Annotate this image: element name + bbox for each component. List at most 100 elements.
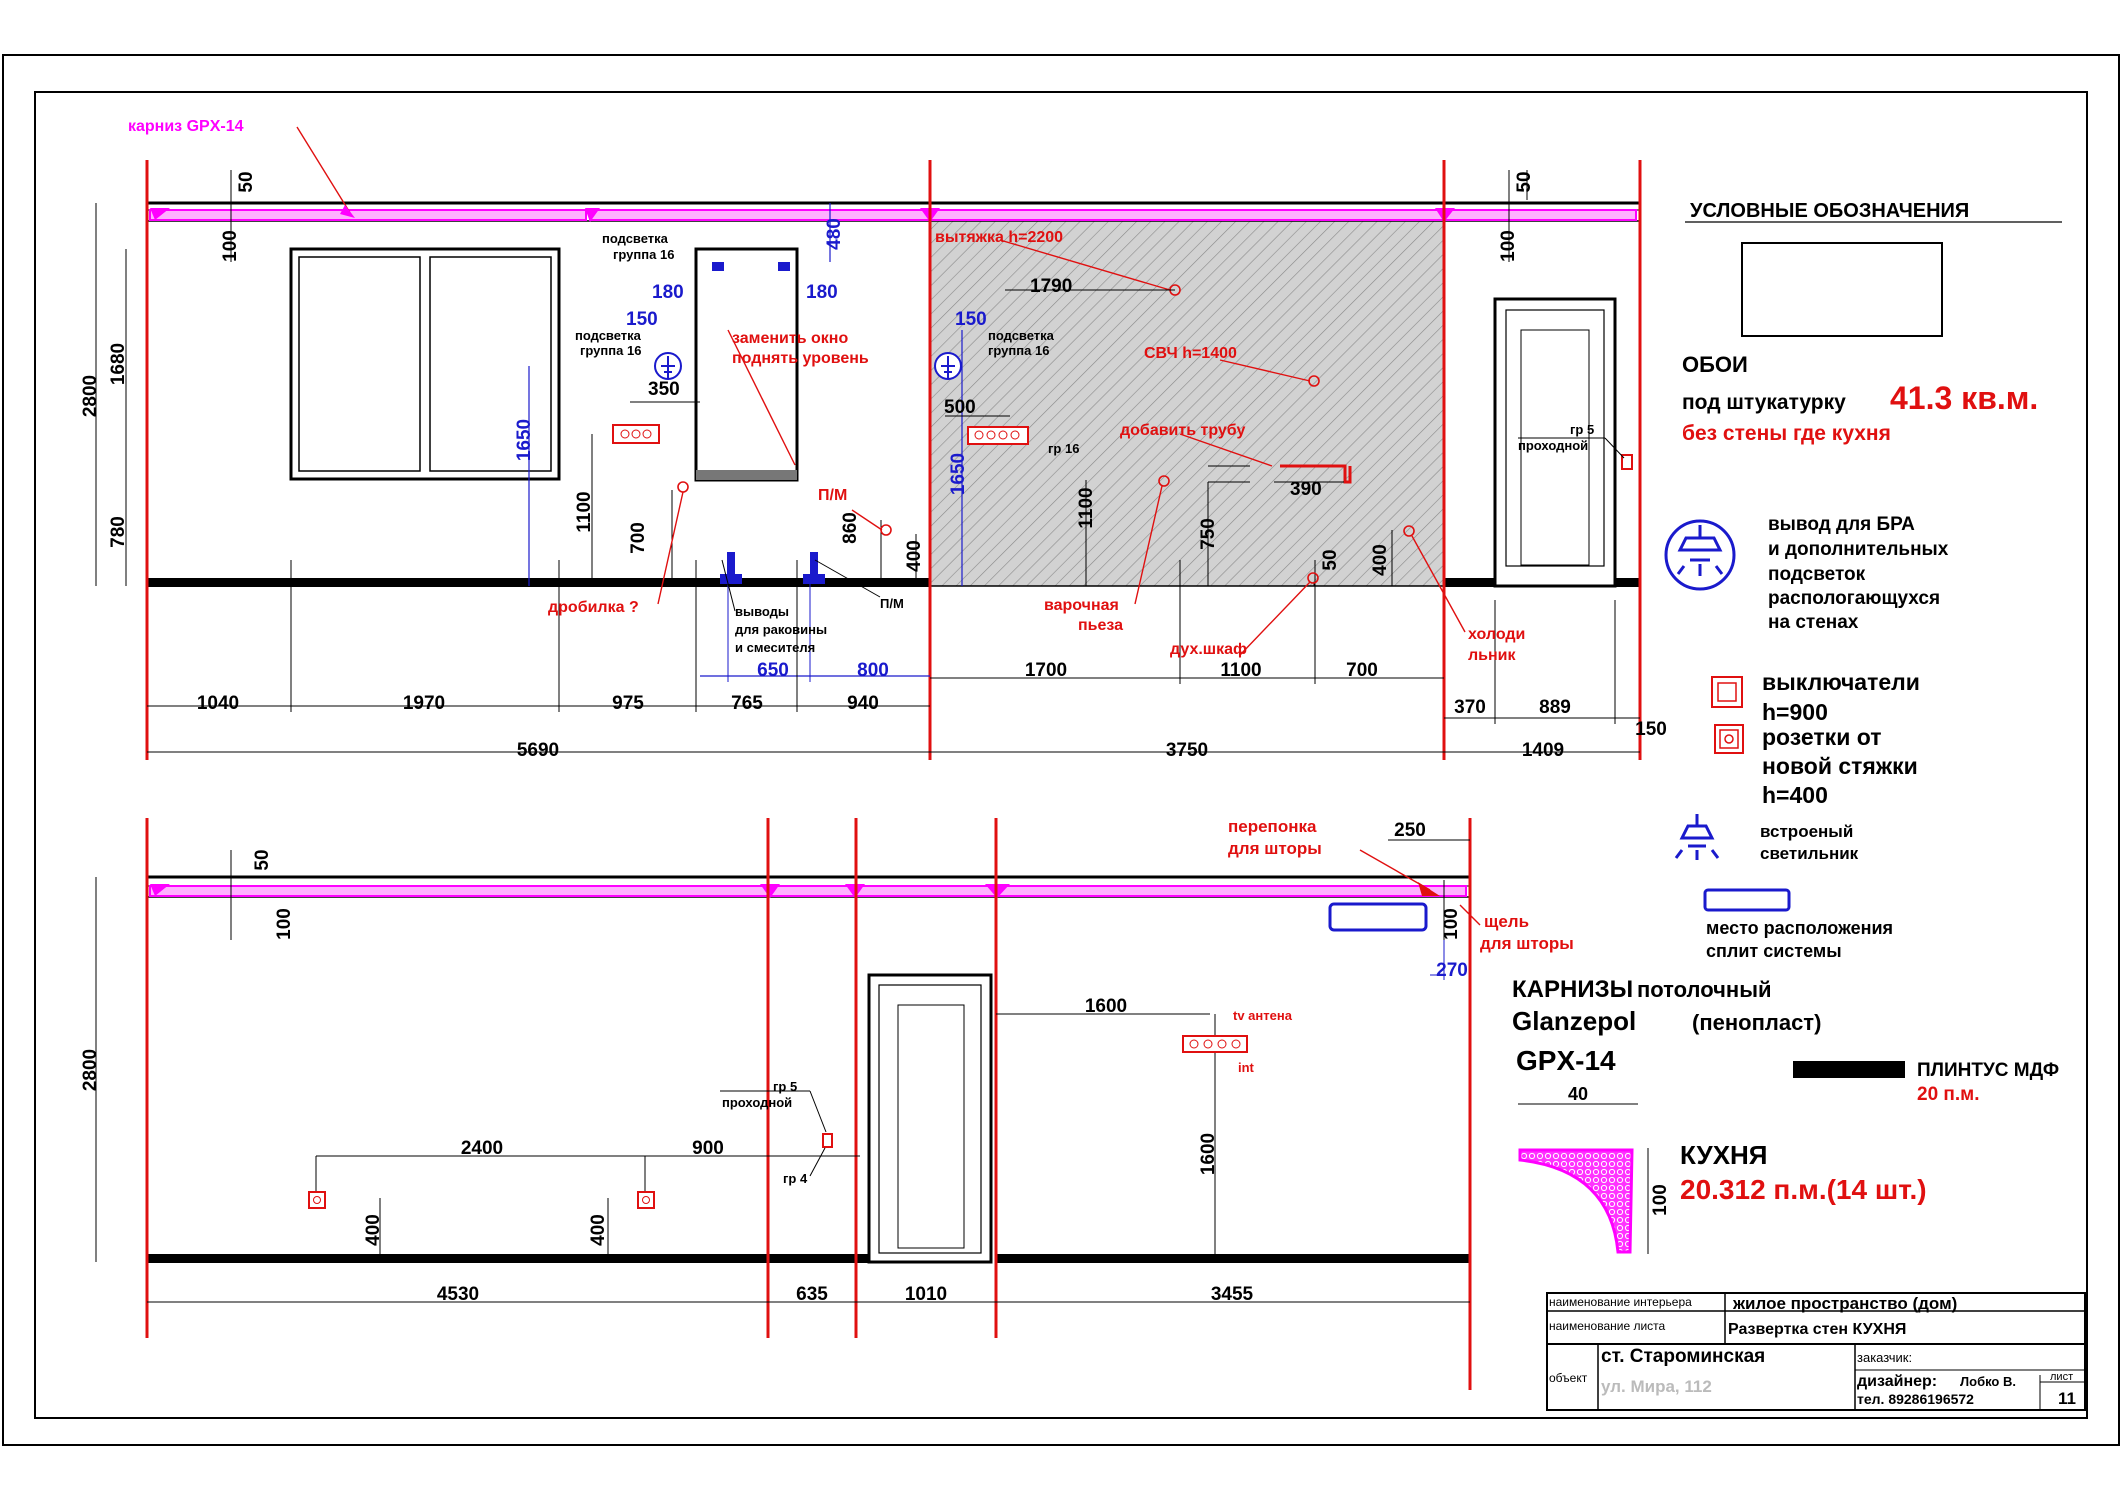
dim-label: 1100: [1076, 487, 1097, 528]
legend-text: встроеный: [1760, 822, 1853, 841]
blue-outlet: [803, 552, 825, 584]
bottom-labels: 4530 635 1010 3455 2800 50 100 100 2400 …: [80, 817, 1574, 1305]
cornice-model: GPX-14: [1516, 1045, 1616, 1076]
note: выводы: [735, 604, 789, 619]
note: щель: [1484, 912, 1529, 931]
note: и смесителя: [735, 640, 815, 655]
socket-icon: [1714, 724, 1744, 754]
note: пьеза: [1078, 617, 1123, 634]
cornice-strip: [149, 209, 587, 221]
legend-text: и дополнительных: [1768, 539, 1949, 560]
legend-text: h=400: [1762, 782, 1828, 808]
note: гр 4: [783, 1171, 808, 1186]
legend-text: подсветок: [1768, 564, 1866, 585]
plaster-label: под штукатурку: [1682, 391, 1846, 414]
split-unit-icon: [1328, 902, 1428, 932]
dim-label: 100: [1441, 908, 1462, 940]
dim-label: 635: [796, 1284, 828, 1305]
door: [1493, 297, 1617, 588]
note: гр 16: [1048, 441, 1079, 456]
dim-label: 400: [363, 1214, 384, 1246]
plinth: [996, 1254, 1470, 1263]
note: дух.шкаф: [1170, 641, 1247, 658]
dim-label: 150: [626, 309, 658, 330]
dim-label: 270: [1436, 960, 1468, 981]
dim-label: 700: [628, 522, 649, 554]
cornice-brand: (пенопласт): [1692, 1010, 1821, 1035]
note: int: [1238, 1060, 1255, 1075]
cornice-title: потолочный: [1637, 977, 1772, 1002]
wallpaper-label: ОБОИ: [1682, 352, 1748, 377]
dim-label: 3455: [1211, 1284, 1254, 1305]
note: проходной: [722, 1095, 792, 1110]
dim-label: 1970: [403, 693, 445, 714]
sconce-icon: [934, 352, 962, 380]
socket-block: [1182, 1035, 1248, 1053]
dim-label: 100: [1498, 230, 1519, 262]
note: вытяжка h=2200: [935, 229, 1063, 246]
legend-text: сплит системы: [1706, 941, 1842, 961]
blue-outlet: [720, 552, 742, 584]
plinth: [147, 1254, 869, 1263]
bra-icon: [1664, 519, 1736, 591]
legend-text: распологающухся: [1768, 588, 1940, 609]
dim-label: 250: [1394, 820, 1426, 841]
dim-label: 1790: [1030, 276, 1072, 297]
dim-label: 975: [612, 693, 644, 714]
note: для шторы: [1480, 934, 1574, 953]
cornice-brand: Glanzepol: [1512, 1006, 1636, 1036]
tb-list: 11: [2058, 1389, 2076, 1408]
title-block: наименование интерьера жилое пространств…: [1546, 1292, 2086, 1411]
tb-label: наименование листа: [1549, 1319, 1666, 1333]
socket-block: [612, 424, 660, 444]
dim-label: 400: [904, 540, 925, 572]
tb-object: ст. Староминская: [1601, 1346, 1765, 1367]
dim-label: 3750: [1166, 740, 1208, 761]
backlight-label: подсветка: [988, 328, 1055, 343]
dim-label: 390: [1290, 479, 1322, 500]
note: проходной: [1518, 438, 1588, 453]
note: льник: [1468, 647, 1517, 664]
legend-text: место расположения: [1706, 918, 1893, 938]
dim-label: 180: [806, 282, 838, 303]
dim-label: 1600: [1198, 1133, 1219, 1175]
dim-label: 1100: [574, 491, 595, 532]
kitchen-label: КУХНЯ: [1680, 1140, 1768, 1170]
legend-text: новой стяжки: [1762, 753, 1918, 779]
door: [867, 973, 993, 1264]
dim-label: 2400: [461, 1138, 503, 1159]
dim-label: 180: [652, 282, 684, 303]
note: добавить трубу: [1120, 422, 1245, 439]
dim-label: 5690: [517, 740, 559, 761]
note: варочная: [1044, 597, 1119, 614]
dim-label: 50: [1514, 171, 1535, 192]
dim-label: 400: [588, 1214, 609, 1246]
profile-dim: 100: [1650, 1184, 1671, 1216]
backlight-label: подсветка: [575, 328, 642, 343]
plinth: [147, 578, 930, 587]
dim-label: 100: [274, 908, 295, 940]
tb-interior: жилое пространство (дом): [1732, 1294, 1957, 1313]
cornice-label: карниз GPX-14: [128, 118, 244, 135]
sconce-icon: [712, 262, 790, 271]
dim-label: 1040: [197, 693, 239, 714]
dim-label: 50: [252, 849, 273, 870]
legend-text: на стенах: [1768, 612, 1859, 633]
builtin-light-icon: [1674, 814, 1720, 860]
dim-label: 800: [857, 660, 889, 681]
legend-text: вывод для БРА: [1768, 514, 1915, 535]
dim-label: 765: [731, 693, 763, 714]
dim-label: 50: [236, 171, 257, 192]
switch-icon: [1711, 676, 1743, 708]
dim-label: 150: [955, 309, 987, 330]
tb-label: объект: [1549, 1371, 1588, 1385]
window: [289, 247, 561, 481]
dim-label: 900: [692, 1138, 724, 1159]
note: для раковины: [735, 622, 827, 637]
plinth-label: ПЛИНТУС МДФ: [1917, 1060, 2059, 1081]
note: СВЧ h=1400: [1144, 345, 1237, 362]
backlight-label: группа 16: [988, 343, 1049, 358]
dim-label: 650: [757, 660, 789, 681]
plaster-value: 41.3 кв.м.: [1890, 380, 2038, 416]
legend-text: светильник: [1760, 844, 1859, 863]
